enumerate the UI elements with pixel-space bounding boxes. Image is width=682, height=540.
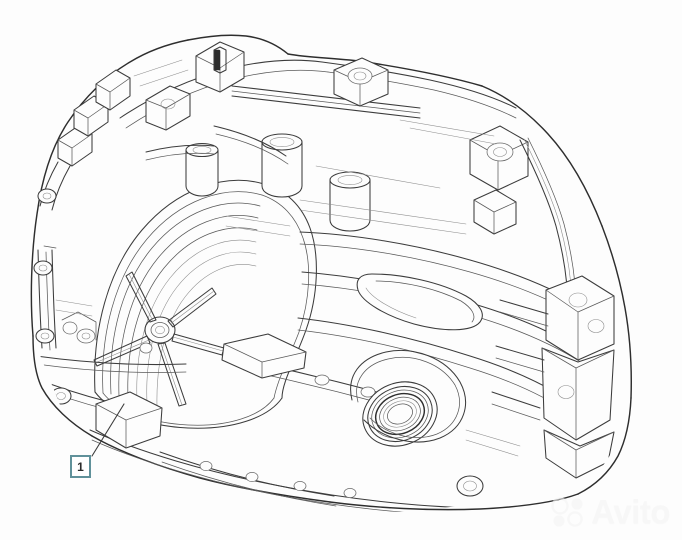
bell-housing-group [33,179,317,429]
callout-marker-1[interactable]: 1 [70,455,91,478]
callout-marker-1-label: 1 [77,459,84,474]
output-shaft-seal-bore [362,381,438,447]
upper-deck-group [119,41,529,232]
surface-detail-lines [55,59,521,457]
callout-leader-line [91,403,125,457]
star-bracket [93,271,225,407]
deck-pillars [185,133,371,232]
left-flange-group [33,69,131,405]
oil-pan-rail [89,391,491,512]
transmission-case-outline [30,34,632,511]
rear-mounting-bracket [491,275,615,479]
